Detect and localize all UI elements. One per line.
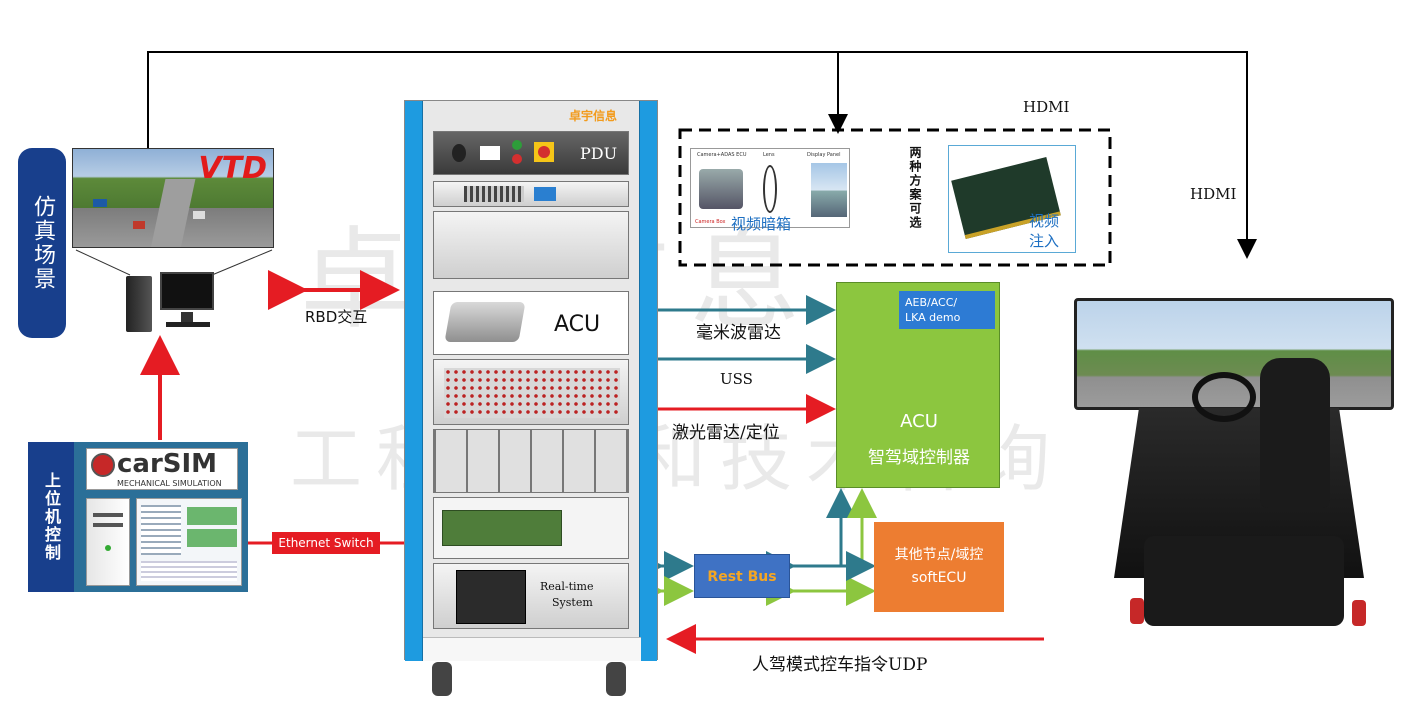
realtime-label-1: Real-time bbox=[540, 580, 594, 593]
software-screenshot bbox=[136, 498, 242, 586]
rbd-label: RBD交互 bbox=[305, 308, 368, 326]
adas-demo-tag-line2: LKA demo bbox=[905, 311, 961, 324]
camera-box-top-1: Camera+ADAS ECU bbox=[697, 152, 747, 158]
sim-scene-label: 仿真场景 bbox=[18, 148, 66, 338]
simulator-wheel-right bbox=[1352, 600, 1366, 626]
video-inject-card: 视频 注入 bbox=[948, 145, 1076, 253]
camera-box-top-2: Lens bbox=[763, 152, 775, 158]
udp-label: 人驾模式控车指令UDP bbox=[752, 655, 928, 675]
rack-cabinet: 卓宇信息 PDU ACU Real-time System bbox=[404, 100, 658, 661]
tower-pc-icon bbox=[86, 498, 130, 586]
lidar-label: 激光雷达/定位 bbox=[672, 423, 780, 443]
power-supply-unit bbox=[433, 181, 629, 207]
car-icon bbox=[91, 453, 115, 477]
acu-unit: ACU bbox=[433, 291, 629, 355]
pdu-unit: PDU bbox=[433, 131, 629, 175]
acu-controller: AEB/ACC/ LKA demo ACU 智驾域控制器 bbox=[836, 282, 1000, 488]
rack-wheel-right bbox=[606, 662, 626, 696]
pdu-label: PDU bbox=[580, 144, 618, 163]
realtime-system-unit: Real-time System bbox=[433, 563, 629, 629]
pc-icon bbox=[126, 272, 216, 334]
acu-title: ACU bbox=[900, 411, 938, 432]
acu-subtitle: 智驾域控制器 bbox=[868, 448, 970, 468]
hdmi-top-label: HDMI bbox=[1023, 98, 1070, 116]
breakout-panel bbox=[433, 359, 629, 425]
other-nodes-box: 其他节点/域控 softECU bbox=[874, 522, 1004, 612]
io-slots bbox=[433, 429, 629, 493]
rack-wheel-left bbox=[432, 662, 452, 696]
other-nodes-label-1: 其他节点/域控 bbox=[894, 547, 984, 563]
acu-rack-label: ACU bbox=[554, 312, 601, 337]
carsim-logo-text: carSIM bbox=[117, 449, 218, 479]
rack-brand: 卓宇信息 bbox=[569, 109, 618, 123]
simulator-wheel-left bbox=[1130, 598, 1144, 624]
lens-icon bbox=[763, 165, 777, 213]
video-inject-label-2: 注入 bbox=[1029, 232, 1060, 250]
display-panel-icon bbox=[811, 163, 847, 217]
adas-demo-tag: AEB/ACC/ LKA demo bbox=[899, 291, 995, 329]
two-options-text: 两种方案可选 bbox=[908, 146, 922, 230]
camera-box-bottom-label: Camera Box bbox=[695, 219, 726, 225]
radar-label: 毫米波雷达 bbox=[696, 323, 781, 343]
carsim-subtitle: MECHANICAL SIMULATION bbox=[117, 479, 222, 488]
host-control-label: 上位机控制 bbox=[28, 442, 74, 592]
ethernet-switch: Ethernet Switch bbox=[272, 532, 380, 554]
driving-simulator bbox=[1074, 298, 1394, 638]
camera-box-image: Camera+ADAS ECU Lens Display Panel Camer… bbox=[690, 148, 850, 233]
blank-panel bbox=[433, 211, 629, 279]
other-nodes-label-2: softECU bbox=[911, 570, 967, 586]
vtd-logo: VTD bbox=[198, 151, 267, 186]
steering-wheel-icon bbox=[1192, 372, 1256, 422]
simulator-base bbox=[1144, 536, 1344, 626]
camera-icon bbox=[699, 169, 743, 209]
rest-bus-box: Rest Bus bbox=[694, 554, 790, 598]
adas-demo-tag-line1: AEB/ACC/ bbox=[905, 296, 958, 309]
vtd-scene-image: VTD bbox=[72, 148, 274, 248]
rack-left-rail bbox=[405, 101, 423, 661]
realtime-label-2: System bbox=[552, 596, 593, 609]
uss-label: USS bbox=[720, 370, 753, 388]
video-inject-label-1: 视频 bbox=[1029, 212, 1060, 230]
simulator-seat bbox=[1260, 358, 1330, 508]
rack-right-rail bbox=[639, 101, 657, 661]
ecu-module-icon bbox=[444, 302, 526, 342]
io-board bbox=[433, 497, 629, 559]
hdmi-right-label: HDMI bbox=[1190, 185, 1237, 203]
carsim-panel: carSIM MECHANICAL SIMULATION bbox=[74, 442, 248, 592]
camera-box-top-3: Display Panel bbox=[807, 152, 841, 158]
video-box-label: 视频暗箱 bbox=[731, 215, 792, 233]
carsim-logo-box: carSIM MECHANICAL SIMULATION bbox=[86, 448, 238, 490]
